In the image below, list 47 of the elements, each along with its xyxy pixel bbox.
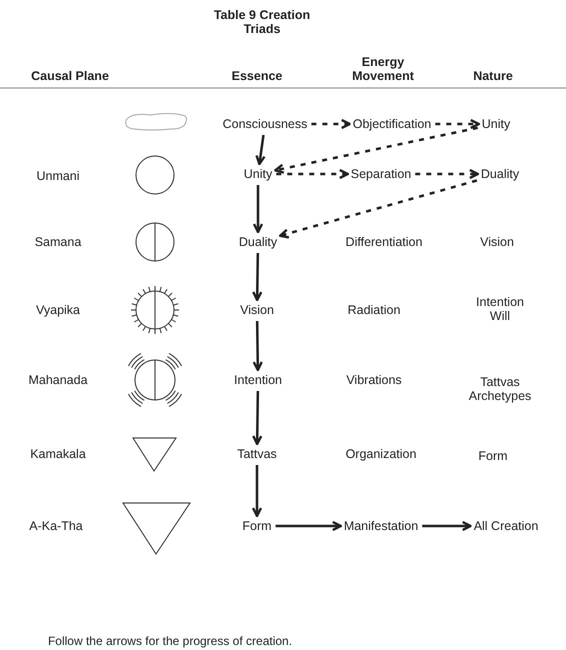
arrow (415, 168, 480, 180)
arrow (435, 118, 480, 130)
arrow (278, 179, 478, 239)
term-text: Separation (350, 166, 412, 182)
table-entry: Organization (346, 447, 416, 461)
arrow (276, 520, 342, 532)
arrow (274, 126, 478, 174)
term-text: Form (241, 518, 273, 534)
table-entry: Radiation (348, 303, 400, 317)
term-text: Intention (233, 372, 283, 388)
arrow (252, 320, 263, 372)
arrow (252, 185, 264, 234)
table-entry: Intention Will (475, 295, 525, 323)
table-entry: Unmani (36, 169, 80, 183)
table-entry: Vyapika (36, 303, 80, 317)
table-entry: Kamakala (30, 447, 86, 461)
arrow (276, 168, 349, 180)
term-text: All Creation (472, 518, 540, 534)
term-text: Objectification (352, 116, 432, 132)
table-entry: Samana (34, 235, 82, 249)
table-entry: Mahanada (28, 373, 88, 387)
arrow (311, 118, 351, 130)
term-text: Unity (242, 166, 274, 182)
arrow (252, 465, 262, 518)
column-header: Nature (473, 69, 513, 83)
table-entry: Tattvas Archetypes (468, 375, 532, 403)
table-entry: Form (478, 449, 508, 463)
table-entry: Differentiation (346, 235, 422, 249)
term-text: Unity (480, 116, 512, 132)
arrow (252, 390, 262, 446)
column-header: Causal Plane (31, 69, 109, 83)
table-entry: Vibrations (346, 373, 402, 387)
table-entry: Vision (480, 235, 514, 249)
arrow (255, 134, 266, 166)
term-text: Vision (239, 302, 275, 318)
arrow (422, 520, 472, 532)
table-entry: A-Ka-Tha (29, 519, 83, 533)
term-text: Tattvas (236, 446, 278, 462)
term-text: Duality (238, 234, 278, 250)
caption: Follow the arrows for the progress of creation. (48, 634, 292, 648)
arrow (252, 252, 262, 302)
term-text: Manifestation (342, 518, 420, 534)
column-header: Essence (232, 69, 282, 83)
column-header: Energy Movement (351, 55, 415, 83)
term-text: Consciousness (222, 116, 308, 132)
table-title: Table 9 Creation Triads (212, 8, 312, 36)
term-text: Duality (480, 166, 520, 182)
